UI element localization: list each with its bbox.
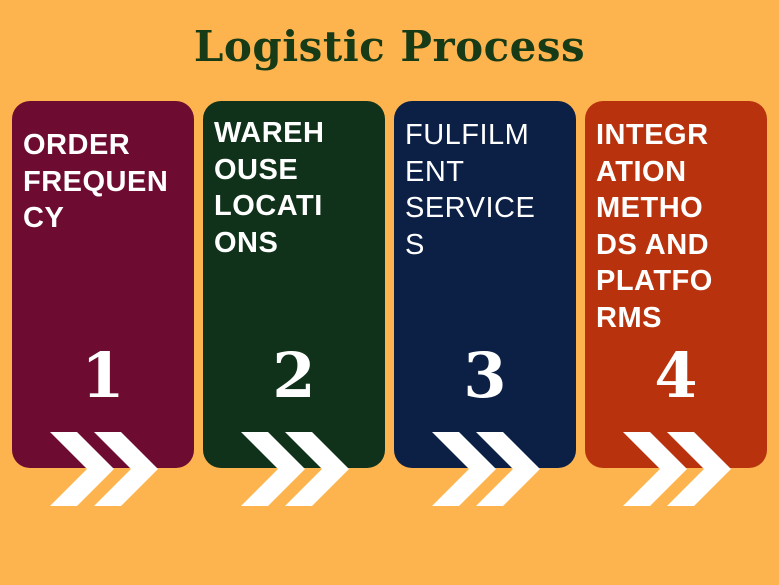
label-line: ORDER bbox=[23, 129, 131, 161]
label-line: ONS bbox=[214, 226, 279, 259]
label-line: WAREH bbox=[214, 117, 325, 149]
label-line: PLATFO bbox=[596, 265, 713, 297]
label-line: ATION bbox=[596, 155, 687, 188]
label-line: SERVICE bbox=[405, 192, 536, 224]
step-card-2: WAREH OUSE LOCATI ONS 2 bbox=[203, 101, 385, 468]
step-label: INTEGR ATION METHO DS AND PLATFO RMS bbox=[596, 117, 713, 336]
label-line: OUSE bbox=[214, 153, 299, 186]
step-label: FULFILM ENT SERVICE S bbox=[405, 117, 535, 263]
double-chevron-icon bbox=[241, 432, 349, 506]
label-line: METHO bbox=[596, 192, 704, 224]
step-card-4: INTEGR ATION METHO DS AND PLATFO RMS 4 bbox=[585, 101, 767, 468]
label-line: ENT bbox=[405, 155, 465, 188]
label-line: LOCATI bbox=[214, 190, 323, 222]
step-number: 4 bbox=[654, 339, 698, 412]
step-number: 1 bbox=[81, 339, 125, 412]
page-title: Logistic Process bbox=[193, 22, 586, 71]
label-line: INTEGR bbox=[596, 119, 709, 151]
label-line: RMS bbox=[596, 301, 662, 334]
label-line: S bbox=[405, 228, 425, 261]
step-card-1: ORDER FREQUEN CY 1 bbox=[12, 101, 194, 468]
step-label: WAREH OUSE LOCATI ONS bbox=[214, 115, 324, 261]
double-chevron-icon bbox=[432, 432, 540, 506]
label-line: CY bbox=[23, 202, 65, 234]
step-card-3: FULFILM ENT SERVICE S 3 bbox=[394, 101, 576, 468]
step-number: 2 bbox=[272, 339, 316, 412]
label-line: DS AND bbox=[596, 228, 710, 261]
step-label: ORDER FREQUEN CY bbox=[23, 127, 168, 237]
step-number: 3 bbox=[463, 339, 507, 412]
double-chevron-icon bbox=[623, 432, 731, 506]
double-chevron-icon bbox=[50, 432, 158, 506]
label-line: FREQUEN bbox=[23, 165, 169, 198]
label-line: FULFILM bbox=[405, 119, 530, 151]
